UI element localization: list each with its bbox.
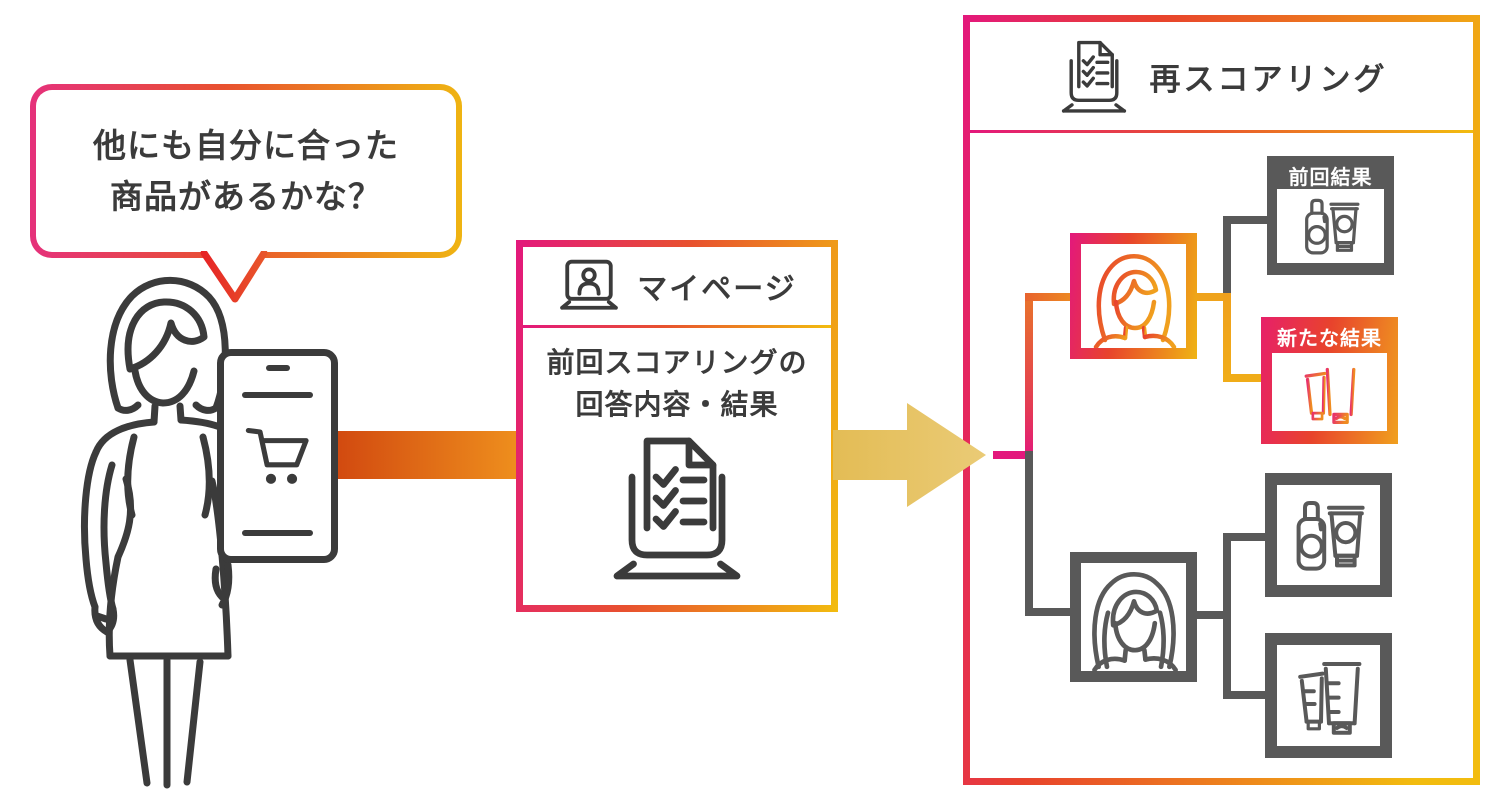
- tree-top-face-right-connector: [1193, 293, 1227, 301]
- speech-bubble-line1: 他にも自分に合った: [93, 126, 399, 164]
- woman-illustration: [80, 276, 244, 789]
- tree-bottom-products-connector-v: [1223, 533, 1231, 699]
- new-result-box: 新たな結果: [1261, 317, 1398, 444]
- mypage-title: マイページ: [637, 273, 797, 306]
- tree-branch-up: [1025, 295, 1033, 459]
- mypage-divider: [523, 325, 831, 328]
- mypage-header: マイページ: [523, 247, 831, 325]
- tree-top-face-left-connector: [1025, 293, 1073, 301]
- woman-face-icon: [1093, 254, 1176, 348]
- tree-branch-down: [1025, 451, 1033, 616]
- speech-bubble: 他にも自分に合った 商品があるかな？: [30, 84, 462, 258]
- flow-arrow-1: [338, 431, 516, 479]
- two-tubes-icon: [1297, 661, 1361, 735]
- tablet-top-line: [242, 392, 313, 398]
- bottle-and-tube-icon: [1296, 501, 1365, 571]
- product-box-bottle-tube: [1265, 473, 1392, 597]
- rescoring-divider: [970, 130, 1473, 133]
- tree-prev-result-connector-h: [1223, 216, 1271, 224]
- checklist-document-icon: [613, 437, 741, 580]
- tree-prev-result-connector-v: [1223, 216, 1231, 301]
- tree-bottom-face-left-connector: [1025, 608, 1073, 616]
- speech-bubble-tail: [200, 251, 268, 303]
- two-tubes-icon: [1304, 363, 1357, 425]
- previous-result-label: 前回結果: [1288, 167, 1373, 189]
- profile-box-other-user: [1070, 552, 1197, 682]
- bottle-and-tube-icon: [1304, 198, 1359, 255]
- new-result-label: 新たな結果: [1277, 328, 1382, 350]
- tree-new-result-connector-v: [1223, 293, 1231, 382]
- laptop-user-icon: [560, 259, 619, 310]
- tree-bottom-product2-connector: [1223, 691, 1269, 699]
- tablet-camera-dash: [265, 365, 290, 371]
- rescoring-title: 再スコアリング: [1149, 61, 1388, 97]
- tree-bottom-product1-connector: [1223, 533, 1269, 541]
- speech-bubble-body: 他にも自分に合った 商品があるかな？: [36, 90, 456, 252]
- product-box-two-tubes: [1265, 633, 1392, 758]
- tree-new-result-connector-h: [1223, 374, 1266, 382]
- shopping-cart-icon: [245, 427, 309, 484]
- profile-box-current-user: [1070, 233, 1197, 359]
- previous-result-box: 前回結果: [1267, 156, 1394, 275]
- woman-face-icon: [1091, 571, 1178, 671]
- tree-root-stub: [993, 451, 1029, 459]
- mypage-body-line1: 前回スコアリングの: [546, 347, 808, 378]
- mypage-body: 前回スコアリングの 回答内容・結果: [523, 328, 831, 605]
- flow-arrow-2: [833, 403, 986, 507]
- rescoring-header: 再スコアリング: [970, 22, 1473, 130]
- tablet-bottom-line: [242, 530, 313, 536]
- mypage-body-line2: 回答内容・結果: [575, 389, 779, 420]
- rescoring-panel: 再スコアリング: [963, 15, 1480, 785]
- checklist-document-icon: [1061, 40, 1126, 113]
- speech-bubble-line2: 商品があるかな？: [110, 178, 382, 215]
- tablet-device: [217, 349, 338, 563]
- mypage-box: マイページ 前回スコアリングの 回答内容・結果: [516, 240, 838, 612]
- tree-bottom-face-right-connector: [1193, 611, 1227, 619]
